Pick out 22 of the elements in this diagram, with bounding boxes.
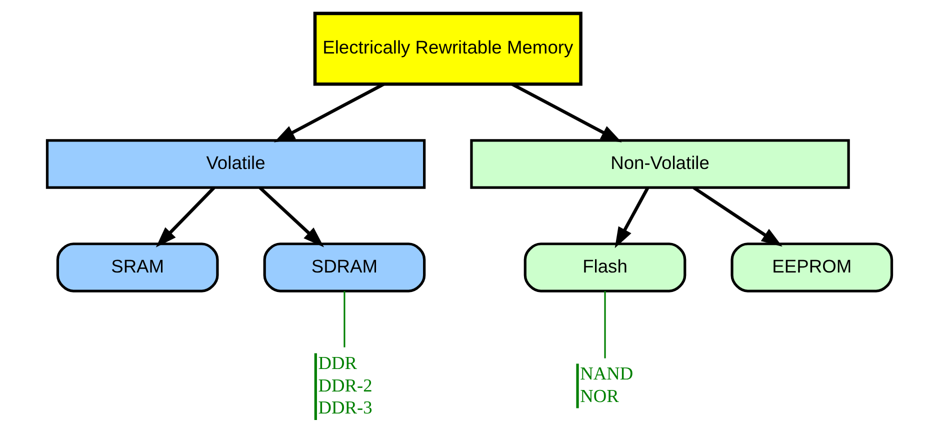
connector — [343, 291, 345, 348]
node-box: Electrically Rewritable Memory — [312, 12, 582, 86]
node-box: EEPROM — [730, 242, 893, 292]
node-box: SRAM — [56, 242, 218, 292]
arrow — [692, 186, 782, 247]
arrow — [614, 186, 649, 248]
arrow — [273, 82, 384, 142]
node-box: SDRAM — [262, 242, 426, 292]
node-box — [576, 364, 578, 408]
arrow — [155, 186, 215, 248]
connector — [604, 291, 606, 358]
node-label: DDR — [318, 353, 356, 374]
node-label: NAND — [580, 364, 633, 384]
node-box — [314, 353, 316, 420]
node-label: DDR-3 — [318, 398, 372, 418]
node-box: Flash — [523, 242, 686, 292]
node-box: Non-Volatile — [470, 139, 850, 189]
arrow — [258, 186, 324, 248]
node-label: NOR — [580, 386, 618, 406]
node-label: DDR-2 — [318, 375, 372, 396]
arrow — [510, 82, 622, 142]
node-box: Volatile — [45, 139, 426, 189]
